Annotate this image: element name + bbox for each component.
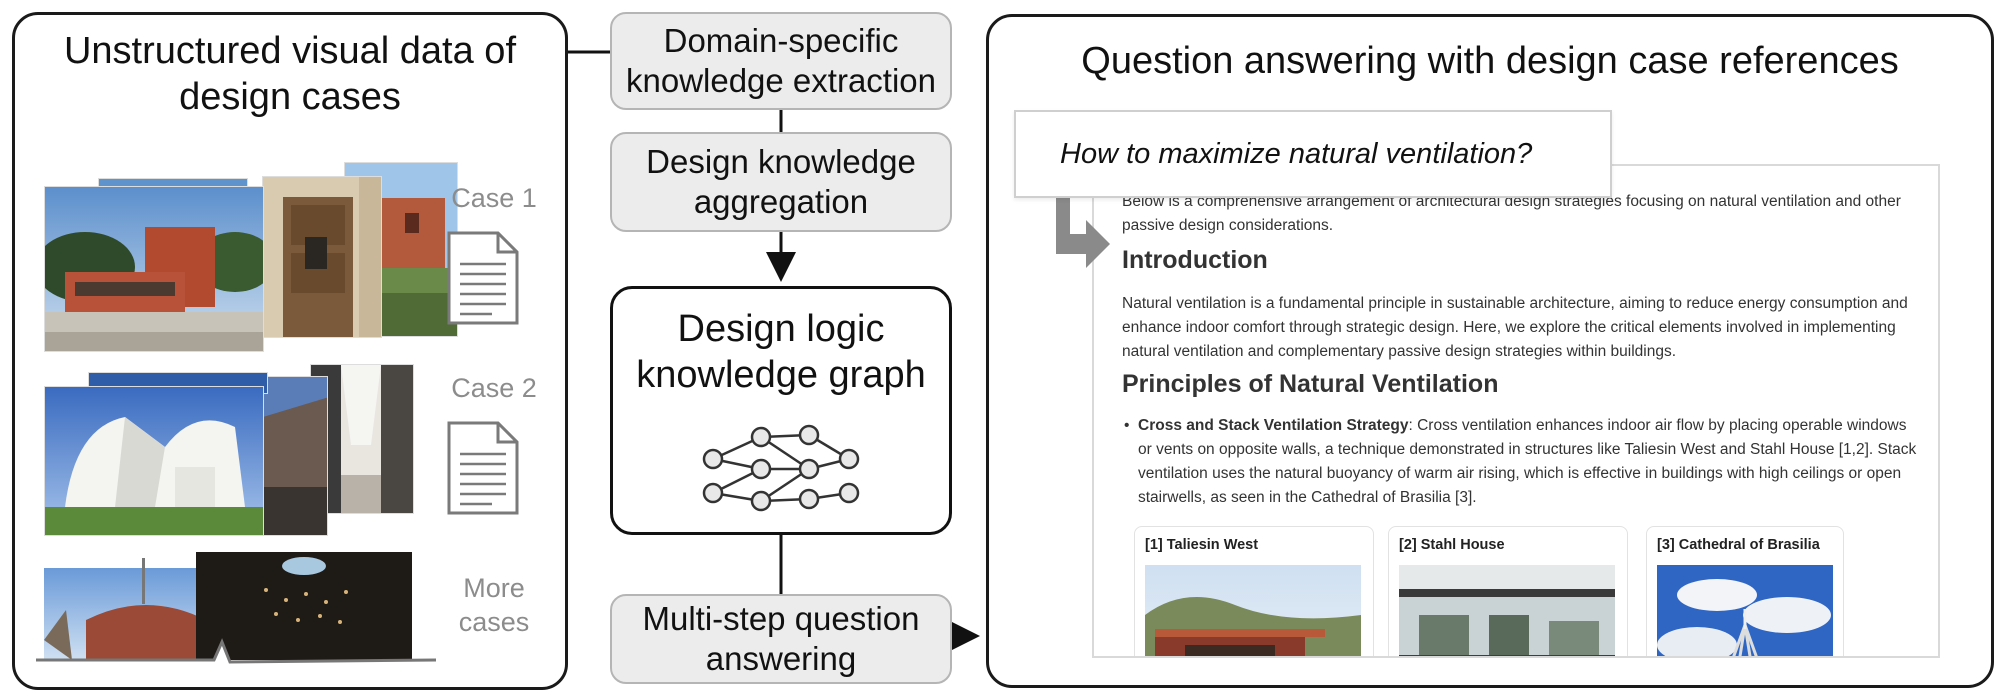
bullet-bold-term: Cross and Stack Ventilation Strategy bbox=[1138, 417, 1409, 434]
left-title-line2: design cases bbox=[179, 75, 401, 118]
graph-title-line2: knowledge graph bbox=[636, 353, 926, 396]
extraction-step: Domain-specific knowledge extraction bbox=[610, 12, 952, 110]
answer-heading-principles: Principles of Natural Ventilation bbox=[1122, 370, 1499, 398]
reference-photo-stahl bbox=[1399, 565, 1615, 656]
left-panel-title: Unstructured visual data of design cases bbox=[15, 29, 565, 120]
reference-card-stahl[interactable]: [2] Stahl House bbox=[1388, 526, 1628, 656]
case1-photo-stack bbox=[44, 162, 458, 352]
question-query-box[interactable]: How to maximize natural ventilation? bbox=[1014, 110, 1612, 198]
knowledge-graph-title: Design logic knowledge graph bbox=[613, 307, 949, 398]
knowledge-graph-box: Design logic knowledge graph bbox=[610, 286, 952, 535]
question-text: How to maximize natural ventilation? bbox=[1060, 137, 1533, 170]
reference-card-brasilia[interactable]: [3] Cathedral of Brasilia bbox=[1646, 526, 1844, 656]
case1-photo-door bbox=[262, 176, 382, 338]
case1-label: Case 1 bbox=[451, 183, 537, 213]
more-cases-line1: More bbox=[463, 573, 525, 603]
network-graph-icon bbox=[702, 424, 860, 512]
callout-arrow-icon bbox=[1056, 196, 1110, 268]
aggregation-line2: aggregation bbox=[693, 183, 869, 220]
case2-document-icon bbox=[446, 420, 520, 516]
case1-document-icon bbox=[446, 230, 520, 326]
reference-title: [1] Taliesin West bbox=[1145, 537, 1259, 553]
answer-bullet: • Cross and Stack Ventilation Strategy: C… bbox=[1124, 414, 1924, 510]
reference-photo-taliesin bbox=[1145, 565, 1361, 656]
more-cases-line2: cases bbox=[458, 606, 530, 637]
graph-title-line1: Design logic bbox=[677, 308, 885, 350]
answer-card: Below is a comprehensive arrangement of … bbox=[1092, 164, 1940, 658]
qa-line2: answering bbox=[705, 640, 857, 677]
bullet-text: : Cross ventilation enhances indoor air … bbox=[1138, 417, 1917, 507]
case2-photo-front bbox=[44, 386, 264, 536]
case2-photo-mid bbox=[262, 376, 328, 536]
aggregation-line1: Design knowledge bbox=[646, 142, 916, 180]
left-title-line1: Unstructured visual data of bbox=[63, 30, 516, 72]
reference-card-taliesin[interactable]: [1] Taliesin West bbox=[1134, 526, 1374, 656]
right-panel-title: Question answering with design case refe… bbox=[1081, 40, 1899, 82]
extraction-line1: Domain-specific bbox=[663, 21, 899, 59]
qa-step: Multi-step question answering bbox=[610, 594, 952, 684]
reference-photo-brasilia bbox=[1657, 565, 1833, 656]
more-cases-label: More cases bbox=[434, 572, 554, 640]
qa-line1: Multi-step question bbox=[642, 599, 920, 637]
answer-paragraph-1: Natural ventilation is a fundamental pri… bbox=[1122, 295, 1908, 361]
reference-title: [2] Stahl House bbox=[1399, 537, 1505, 553]
case1-photo-front bbox=[44, 186, 264, 352]
bullet-dot: • bbox=[1124, 417, 1130, 434]
reference-title: [3] Cathedral of Brasilia bbox=[1657, 537, 1820, 553]
case2-label: Case 2 bbox=[451, 373, 537, 403]
answer-heading-introduction: Introduction bbox=[1122, 246, 1268, 274]
more-cases-photos bbox=[36, 550, 437, 670]
aggregation-step: Design knowledge aggregation bbox=[610, 132, 952, 232]
extraction-line2: knowledge extraction bbox=[625, 62, 937, 99]
case2-photo-stack bbox=[44, 364, 414, 536]
